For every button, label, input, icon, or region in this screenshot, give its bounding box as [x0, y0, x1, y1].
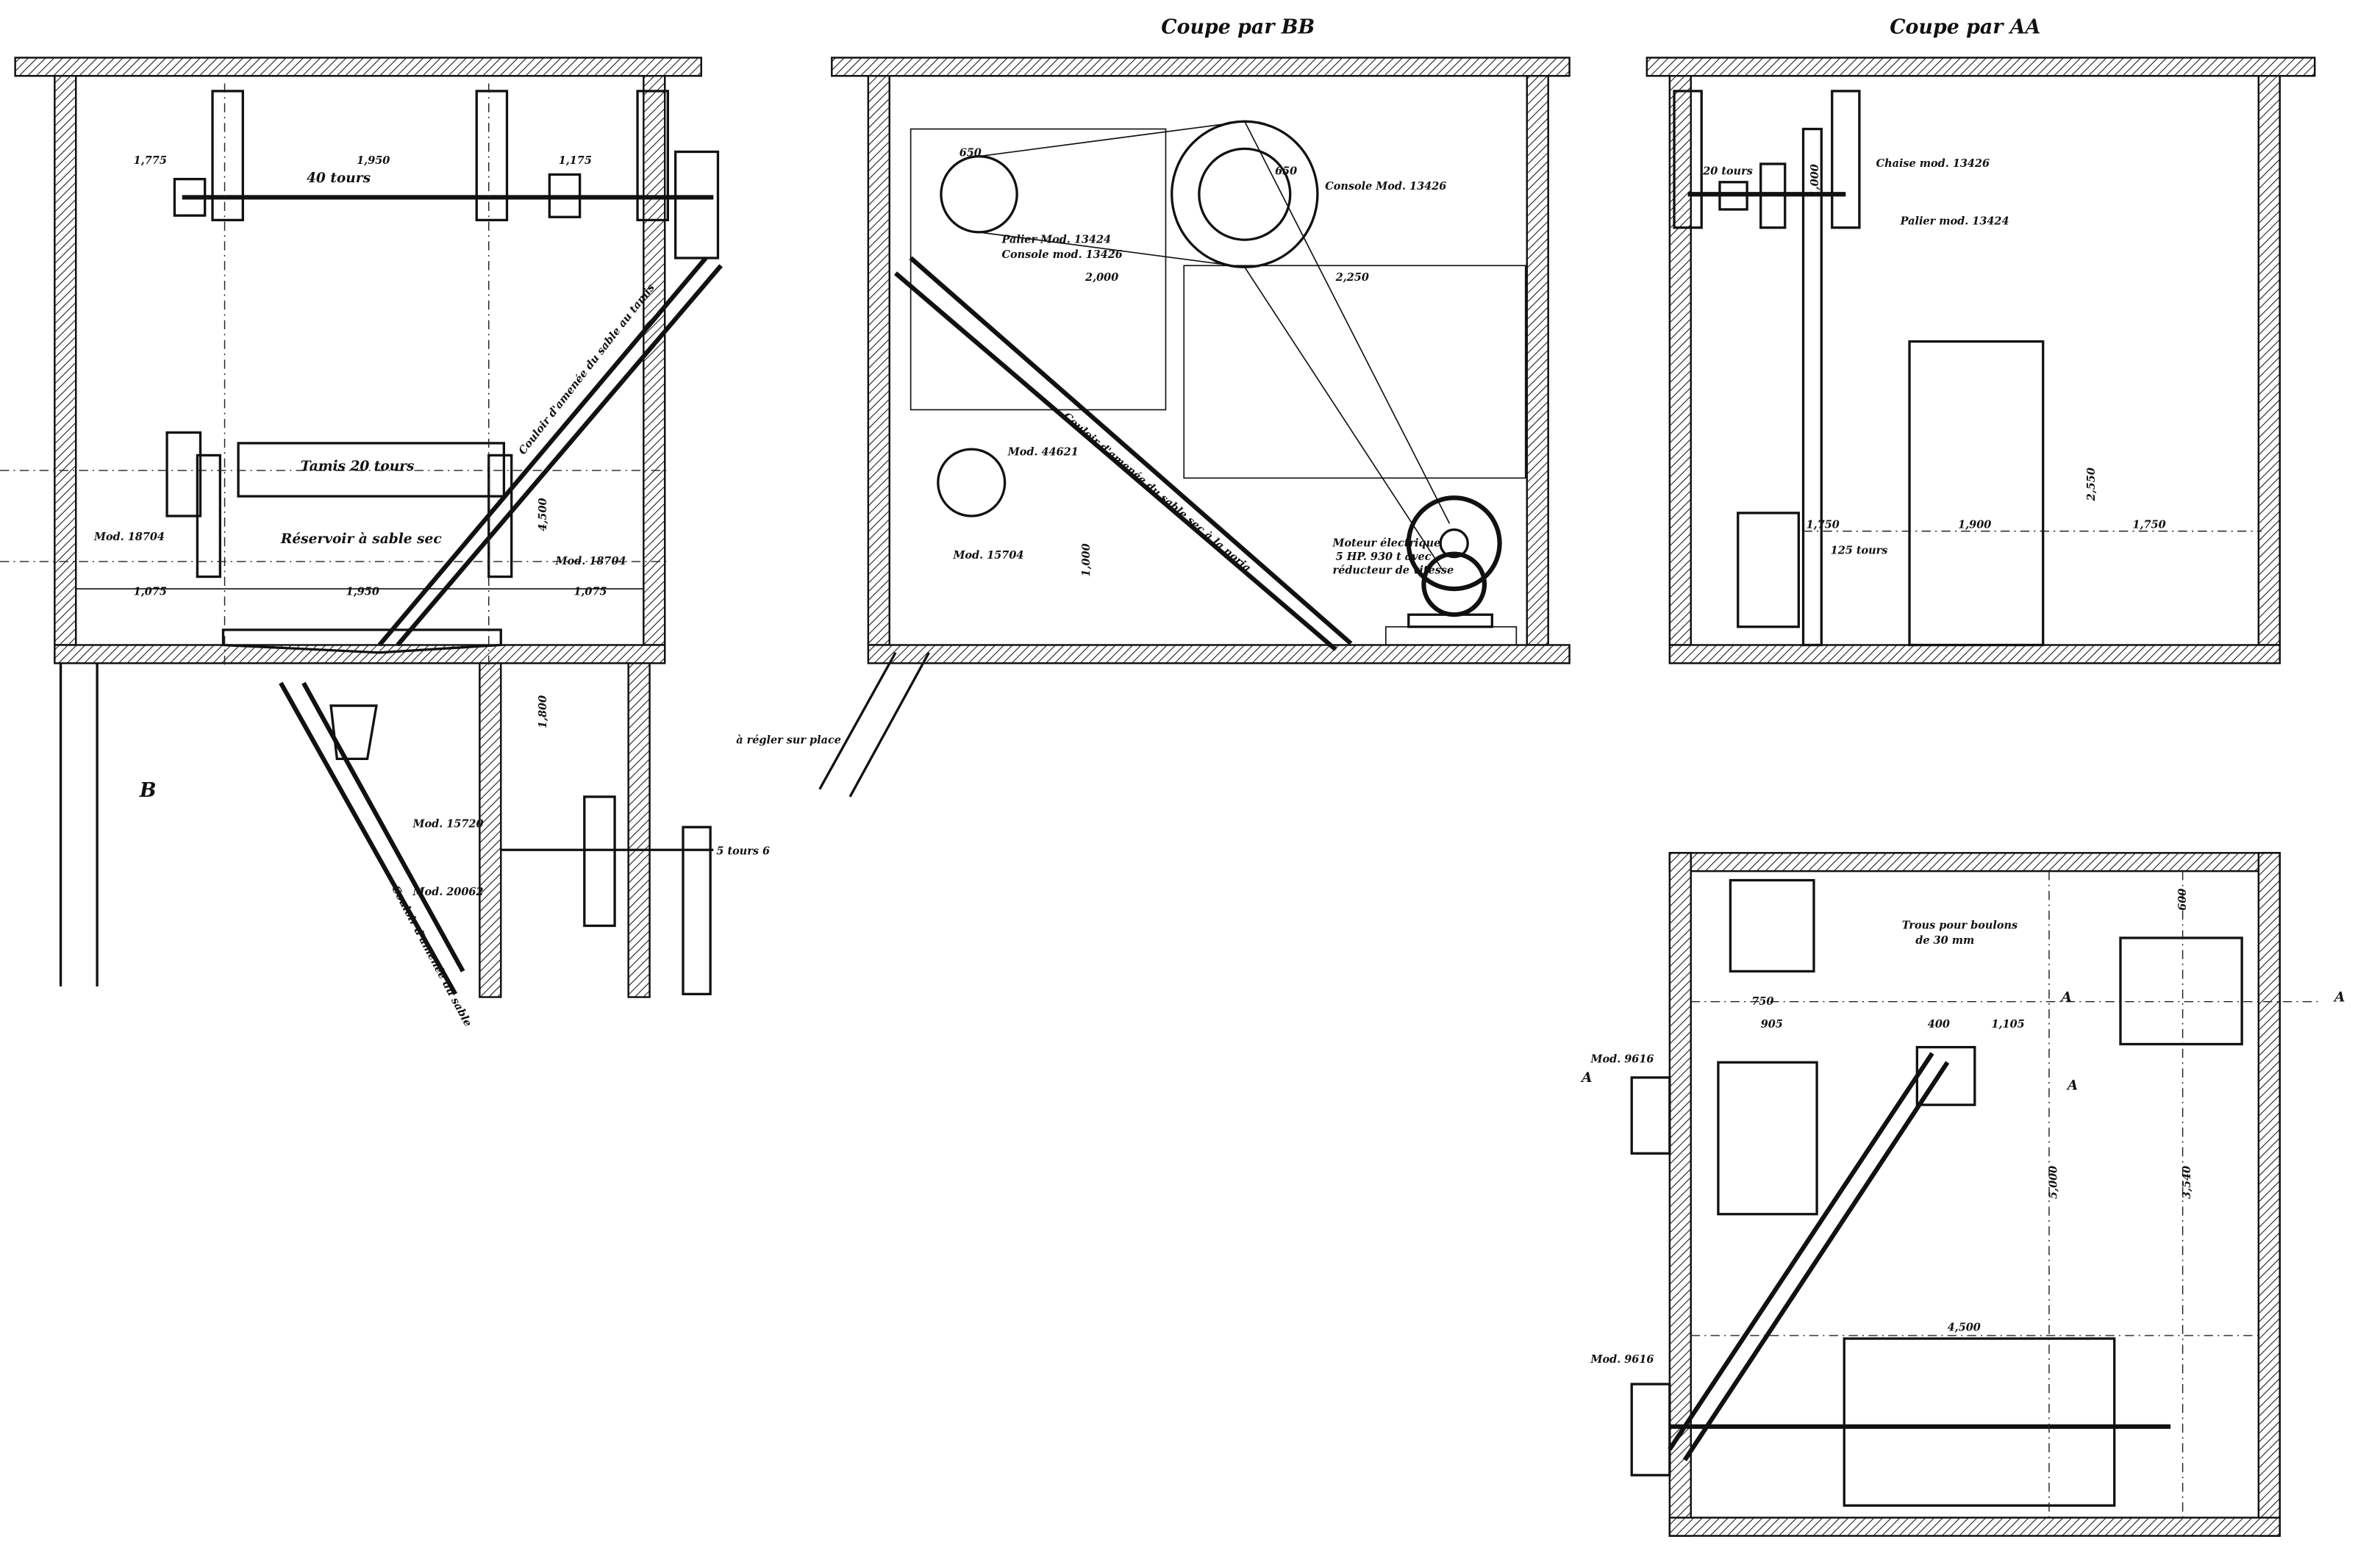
hopper — [329, 704, 378, 761]
console-label-2: Console Mod. 13426 — [1325, 180, 1446, 193]
dim: 905 — [1761, 1018, 1783, 1031]
dim: 3,540 — [2181, 1166, 2193, 1199]
dim: 1,900 — [1958, 519, 1991, 531]
dim: 650 — [959, 147, 982, 160]
section-marker-b: B — [139, 779, 157, 802]
dim: 5,000 — [2047, 1166, 2059, 1199]
dim: 1,075 — [134, 585, 167, 598]
section-marker-a: A — [2059, 990, 2071, 1006]
mod-top-label: Mod. 9616 — [1590, 1053, 1654, 1065]
mod-bottom-label: Mod. 9616 — [1590, 1353, 1654, 1366]
motor-block — [1737, 512, 1800, 628]
reservoir-box — [1908, 340, 2045, 647]
mod-label-left: Mod. 18704 — [93, 531, 165, 543]
dim: 400 — [1928, 1018, 1950, 1031]
sieve-label: Tamis 20 tours — [301, 459, 415, 474]
mod-b-label: Mod. 44621 — [1007, 445, 1079, 458]
plan-view: Trous pour boulons de 30 mm Mod. 9616 Mo… — [1580, 852, 2345, 1537]
bolts-label-1: Trous pour boulons — [1902, 920, 2018, 932]
motor-label-3: réducteur de vitesse — [1333, 564, 1454, 576]
motor-label-2: 5 HP. 930 t avec — [1336, 551, 1432, 563]
console-label-1: Console mod. 13426 — [1002, 248, 1123, 261]
dim: 1,075 — [573, 585, 607, 598]
dim: 1,105 — [1992, 1018, 2025, 1031]
mod-lower-2: Mod. 20062 — [412, 886, 484, 898]
mod-a-label: Mod. 15704 — [952, 549, 1023, 562]
motor-label-1: Moteur électrique — [1332, 537, 1441, 549]
speed-lower: 5 tours 6 — [716, 845, 770, 857]
right-wall — [643, 74, 666, 646]
pulley — [940, 155, 1018, 234]
noria-chute — [893, 271, 1337, 652]
reservoir-label: Réservoir à sable sec — [280, 531, 442, 547]
section-marker-a: A — [2333, 990, 2345, 1006]
roof-slab — [14, 57, 702, 77]
dim: 750 — [1751, 995, 1773, 1008]
sieve-drum — [237, 442, 506, 498]
sieve-plan — [1843, 1337, 2116, 1507]
dim: 650 — [1275, 165, 1297, 177]
dim: 2,550 — [2085, 467, 2098, 501]
mod-lower-1: Mod. 15720 — [412, 817, 484, 830]
section-marker-a: A — [1580, 1070, 1592, 1086]
speed-low-label: 125 tours — [1831, 545, 1888, 557]
speed-label: 20 tours — [1702, 165, 1753, 177]
section-aa-view: Coupe par AA 20 tours Chaise mod. 13426 … — [1645, 15, 2316, 664]
section-marker-a: A — [2066, 1078, 2078, 1093]
adjust-label: à régler sur place — [736, 734, 841, 747]
dim: 600 — [2176, 889, 2189, 911]
left-section-view: 40 tours Tamis 20 tours Réservoir à sabl… — [0, 57, 770, 1029]
dim: 1,175 — [559, 154, 592, 167]
floor-slab — [54, 644, 666, 664]
dim: 1,000 — [1809, 164, 1821, 197]
sand-chute — [377, 257, 708, 647]
dim: 2,000 — [1084, 271, 1118, 284]
section-bb-title: Coupe par BB — [1161, 15, 1315, 38]
pulley — [173, 177, 207, 217]
lower-chute-label: Couloir d'amenée du sable — [389, 884, 474, 1029]
dim: 2,250 — [1335, 271, 1369, 284]
dim: 1,800 — [537, 695, 549, 728]
dim: 1,750 — [2133, 519, 2166, 531]
dim: 4,500 — [1948, 1322, 1981, 1334]
dim: 1,750 — [1807, 519, 1840, 531]
section-aa-title: Coupe par AA — [1890, 15, 2040, 38]
mod-label-right: Mod. 18704 — [555, 555, 626, 567]
section-bb-view: Coupe par BB Palier Mod. 13424 Console m… — [736, 15, 1570, 798]
palier-label: Palier mod. 13424 — [1900, 215, 2009, 228]
motor — [1406, 495, 1502, 592]
chute-plan — [1682, 1061, 1950, 1461]
dim: 1,950 — [357, 154, 390, 167]
left-wall — [54, 74, 77, 646]
chute-label: Couloir d'amenée du sable au tamis — [516, 282, 657, 457]
dim: 1,000 — [1080, 543, 1093, 576]
bolts-label-2: de 30 mm — [1915, 934, 1974, 947]
dim: 1,950 — [346, 585, 379, 598]
palier-label: Palier Mod. 13424 — [1001, 233, 1112, 246]
dim: 1,775 — [134, 154, 167, 167]
chaise-label: Chaise mod. 13426 — [1876, 157, 1990, 170]
shaft-speed-label: 40 tours — [307, 171, 371, 186]
dim: 4,500 — [537, 498, 549, 531]
